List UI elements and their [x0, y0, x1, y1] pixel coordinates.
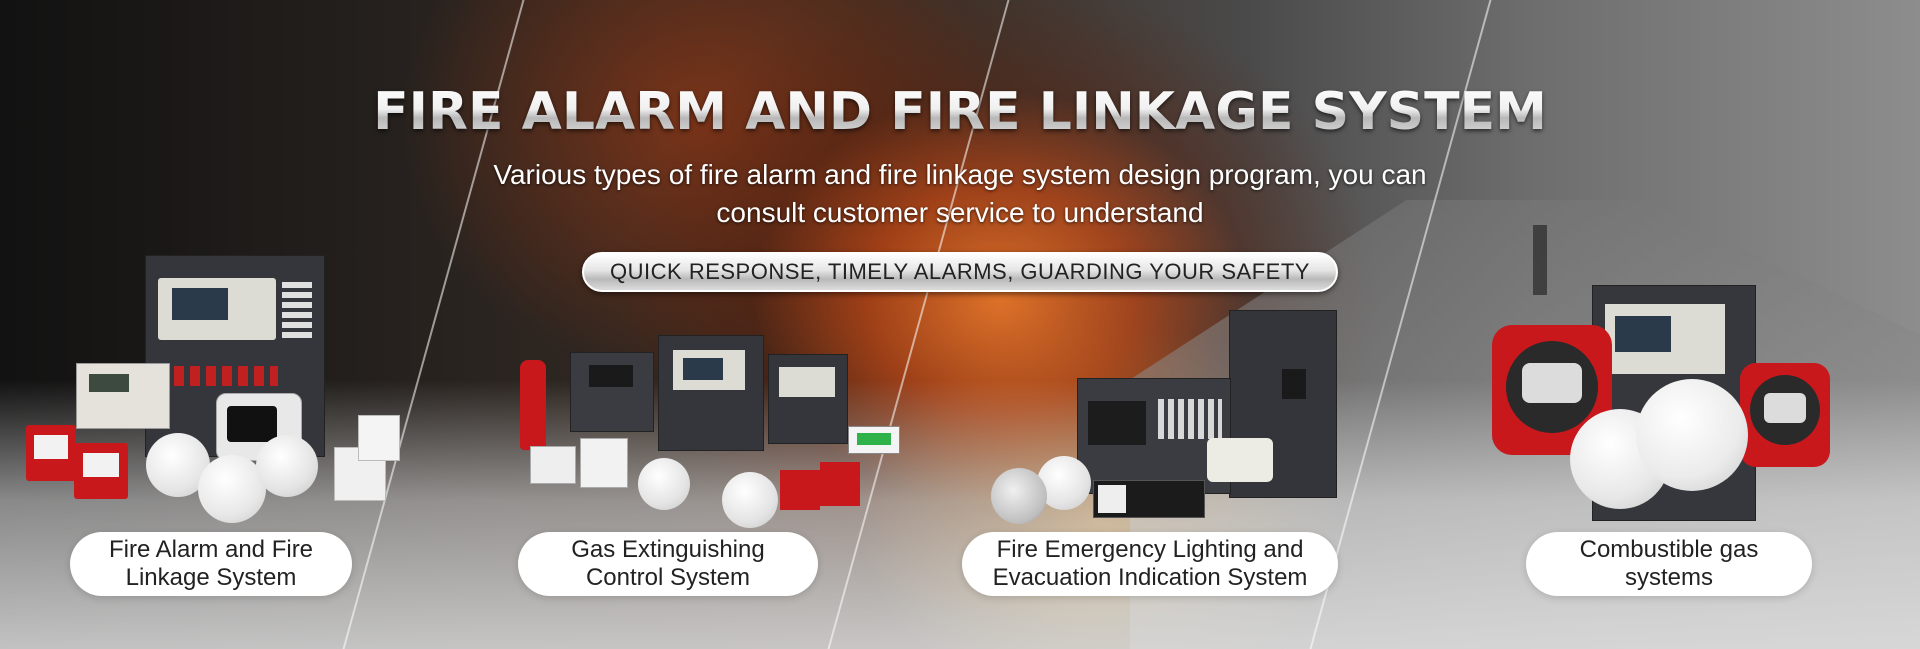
- tagline-pill: QUICK RESPONSE, TIMELY ALARMS, GUARDING …: [582, 252, 1338, 292]
- category-label: Gas Extinguishing Control System: [571, 536, 764, 592]
- category-label-line: Control System: [585, 564, 751, 591]
- category-label-line: Fire Alarm and Fire: [108, 536, 314, 563]
- product-image-gas-extinguishing: [490, 330, 910, 528]
- control-panel: [658, 335, 764, 451]
- smoke-detector: [722, 472, 778, 528]
- emergency-light: [1207, 438, 1273, 482]
- subtitle-line: consult customer service to understand: [716, 197, 1204, 228]
- category-label: Fire Alarm and Fire Linkage System: [109, 536, 313, 592]
- exit-sign: [1093, 480, 1205, 518]
- category-label-line: Gas Extinguishing: [571, 536, 765, 563]
- manual-call-point: [820, 462, 860, 506]
- manual-call-point: [26, 425, 76, 481]
- page-title: FIRE ALARM AND FIRE LINKAGE SYSTEM: [0, 82, 1920, 142]
- module-box: [580, 438, 628, 488]
- category-label-line: Combustible gas: [1579, 536, 1759, 563]
- category-emergency-lighting[interactable]: Fire Emergency Lighting and Evacuation I…: [962, 532, 1338, 596]
- subtitle-line: Various types of fire alarm and fire lin…: [493, 159, 1427, 190]
- module-box: [358, 415, 400, 461]
- gas-alarm: [1636, 379, 1748, 491]
- display-unit: [76, 363, 170, 429]
- smoke-detector: [198, 455, 266, 523]
- control-panel: [768, 354, 848, 444]
- category-label: Combustible gas systems: [1580, 536, 1759, 592]
- category-label: Fire Emergency Lighting and Evacuation I…: [993, 536, 1308, 592]
- panel-small: [216, 393, 302, 461]
- page-subtitle: Various types of fire alarm and fire lin…: [410, 156, 1510, 232]
- gas-detector: [1740, 363, 1830, 467]
- exit-sign: [848, 426, 900, 454]
- control-panel: [145, 255, 325, 457]
- control-panel: [570, 352, 654, 432]
- control-panel: [1077, 378, 1231, 494]
- manual-call-point: [74, 443, 128, 499]
- category-gas-extinguishing[interactable]: Gas Extinguishing Control System: [518, 532, 818, 596]
- heat-detector: [256, 435, 318, 497]
- category-fire-alarm[interactable]: Fire Alarm and Fire Linkage System: [70, 532, 352, 596]
- module-box: [530, 446, 576, 484]
- gas-detector: [1492, 325, 1612, 455]
- product-image-fire-alarm: [26, 255, 428, 523]
- product-image-emergency-lighting: [985, 310, 1345, 525]
- manual-call-point: [780, 470, 820, 510]
- category-label-line: Linkage System: [125, 564, 297, 591]
- extinguisher-cylinder: [520, 360, 546, 450]
- product-image-combustible-gas: [1480, 285, 1880, 525]
- chimney: [1533, 225, 1547, 295]
- smoke-detector: [638, 458, 690, 510]
- evacuation-indicator: [991, 468, 1047, 524]
- category-label-line: systems: [1624, 564, 1713, 591]
- category-combustible-gas[interactable]: Combustible gas systems: [1526, 532, 1812, 596]
- category-label-line: Evacuation Indication System: [992, 564, 1308, 591]
- category-label-line: Fire Emergency Lighting and: [996, 536, 1304, 563]
